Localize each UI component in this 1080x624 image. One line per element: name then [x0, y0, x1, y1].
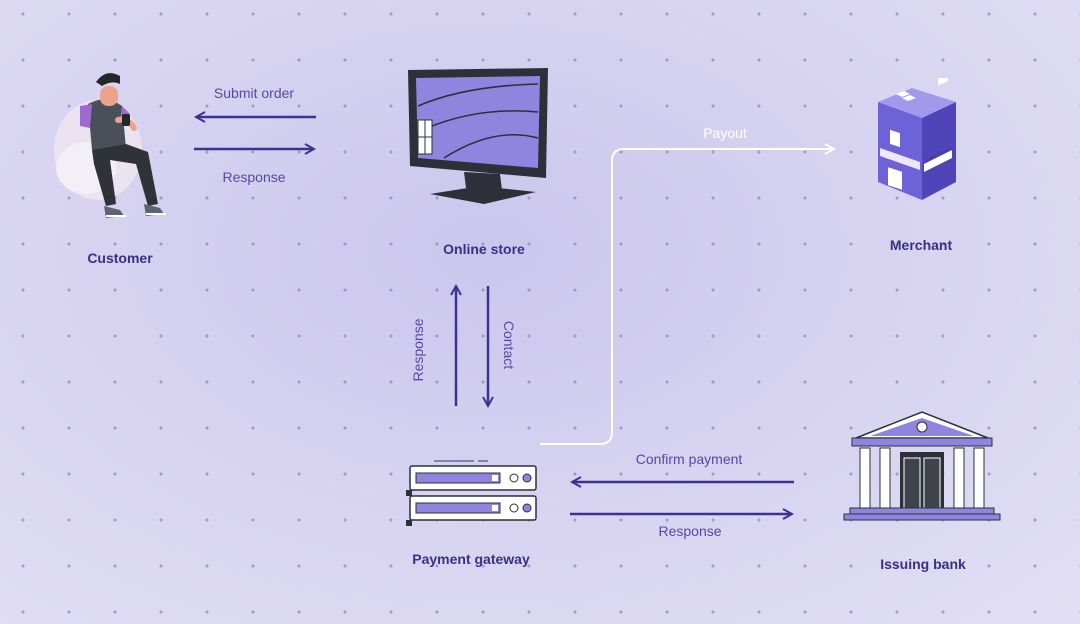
- payment-gateway-label: Payment gateway: [412, 551, 530, 567]
- submit-order-label: Submit order: [213, 85, 295, 101]
- customer-response-label: Response: [222, 169, 286, 185]
- issuing-bank-label: Issuing bank: [880, 556, 966, 572]
- payout-line: [540, 149, 834, 445]
- bank-response-label: Response: [658, 523, 722, 539]
- payout-label: Payout: [703, 125, 747, 141]
- online-store-label: Online store: [443, 241, 525, 257]
- contact-label: Contact: [501, 320, 517, 370]
- customer-illustration: [54, 73, 166, 218]
- monitor-illustration: [408, 68, 548, 204]
- payment-gateway-illustration: [406, 460, 537, 526]
- customer-label: Customer: [87, 250, 153, 266]
- gateway-response-label: Response: [410, 318, 426, 382]
- issuing-bank-illustration: [843, 411, 1001, 521]
- merchant-building-illustration: Coffee & Bakery: [878, 78, 956, 200]
- confirm-payment-label: Confirm payment: [635, 451, 743, 467]
- merchant-label: Merchant: [889, 237, 953, 253]
